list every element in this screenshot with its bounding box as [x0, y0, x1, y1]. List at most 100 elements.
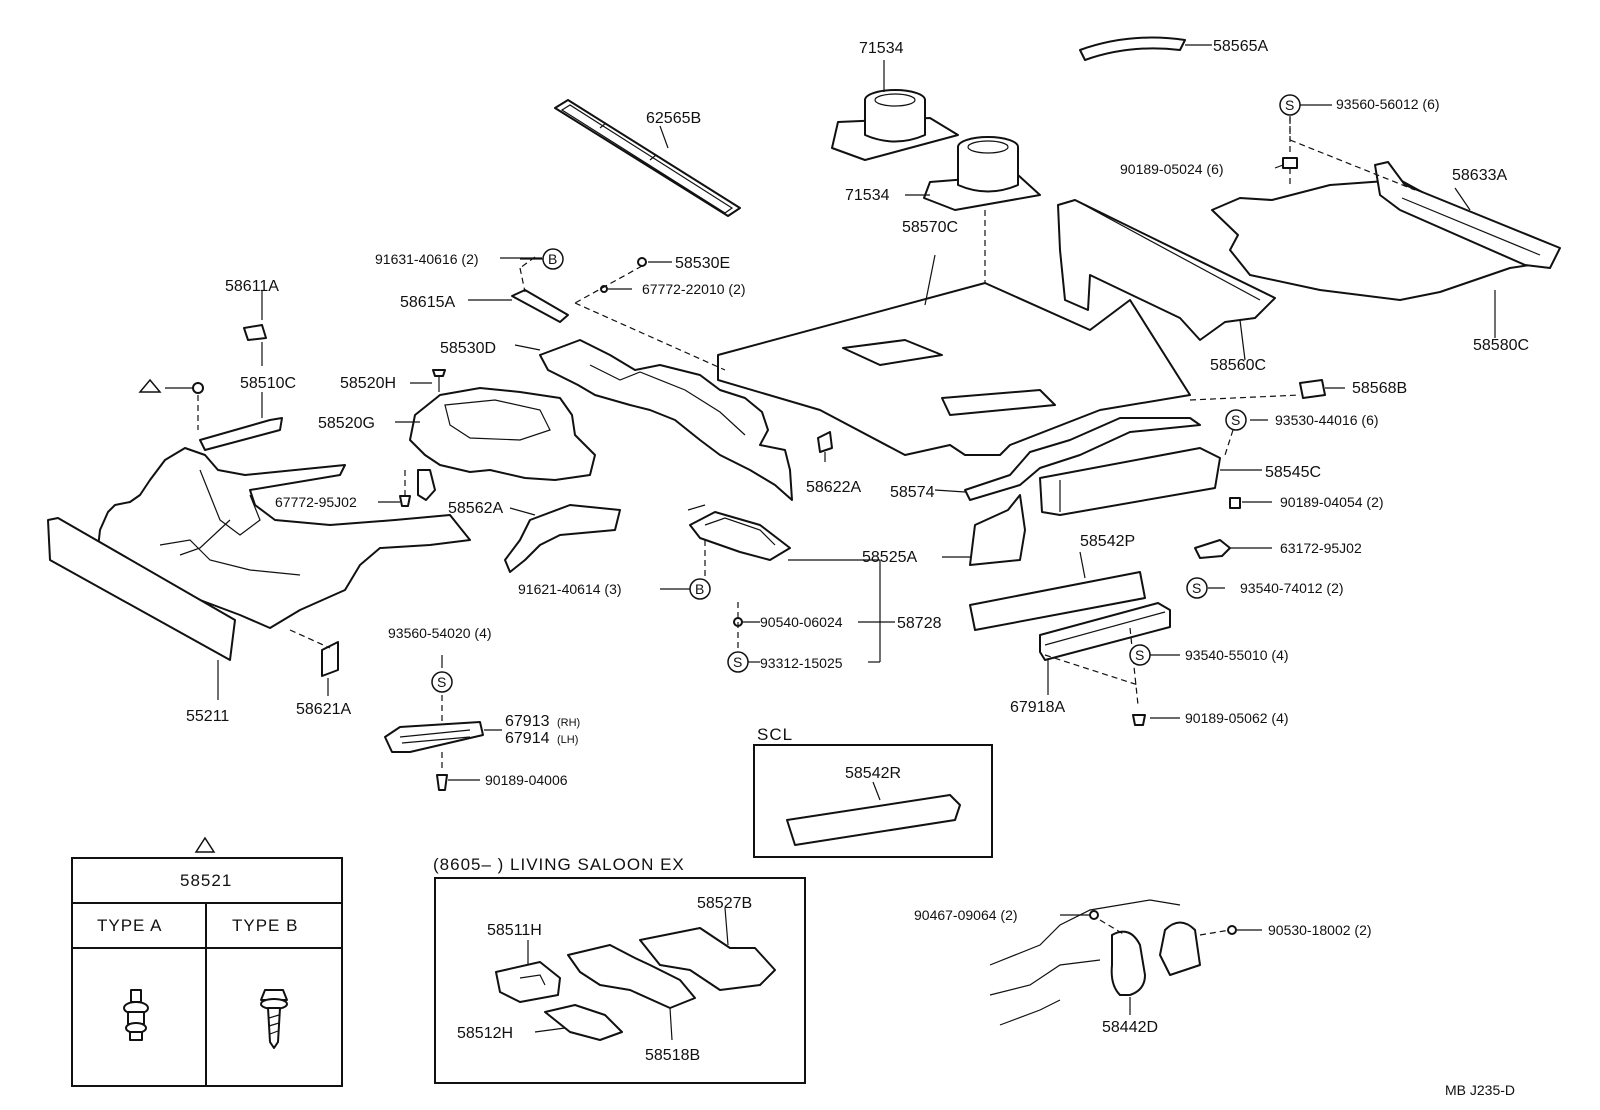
label-90189-04006: 90189-04006 — [485, 772, 568, 788]
label-58580c: 58580C — [1473, 337, 1529, 354]
label-90530-18002: 90530-18002 (2) — [1268, 922, 1372, 938]
svg-text:S: S — [733, 654, 742, 670]
label-67918a: 67918A — [1010, 699, 1065, 716]
part-67918a-shape — [1039, 602, 1180, 726]
label-58621a: 58621A — [296, 701, 351, 718]
label-58728: 58728 — [897, 615, 942, 632]
svg-text:S: S — [1135, 647, 1144, 663]
living-saloon-box: (8605– ) LIVING SALOON EX 58527B 58518B … — [433, 855, 806, 1084]
part-58728-shape — [660, 504, 895, 663]
part-58520g-shape — [395, 369, 596, 501]
svg-text:S: S — [1192, 580, 1201, 596]
part-58633a-shape — [1374, 161, 1561, 269]
label-58570c: 58570C — [902, 219, 958, 236]
label-58530d: 58530D — [440, 340, 496, 357]
clip-type-b-label: TYPE B — [232, 916, 298, 935]
scl-box: SCL 58542R — [753, 725, 993, 858]
label-58633a: 58633A — [1452, 167, 1507, 184]
part-58545c-shape — [1039, 447, 1262, 516]
label-93560-56012: 93560-56012 (6) — [1336, 96, 1440, 112]
svg-text:S: S — [1231, 412, 1240, 428]
label-58511h: 58511H — [487, 922, 542, 939]
part-55211-shape — [47, 517, 236, 700]
svg-text:S: S — [437, 674, 446, 690]
b-symbol-icon: B — [689, 578, 711, 600]
label-71534-top: 71534 — [859, 40, 904, 57]
clip-type-a-label: TYPE A — [97, 916, 163, 935]
label-93312-15025: 93312-15025 — [760, 655, 843, 671]
label-58542p: 58542P — [1080, 533, 1135, 550]
clip-type-b-icon — [260, 989, 288, 1049]
part-62565b-shape — [554, 99, 741, 217]
label-71534-mid: 71534 — [845, 187, 890, 204]
b-symbol-icon: B — [520, 248, 564, 270]
part-front-floor-shape — [97, 378, 471, 629]
label-58545c: 58545C — [1265, 464, 1321, 481]
label-58560c: 58560C — [1210, 357, 1266, 374]
svg-text:S: S — [1285, 97, 1294, 113]
part-58525a-shape — [942, 494, 1026, 566]
part-58580c-shape — [1211, 179, 1551, 338]
label-67913: 67913 — [505, 713, 550, 730]
part-58510c-shape — [199, 291, 283, 451]
part-58542p-shape — [969, 551, 1146, 631]
part-71534-top-shape — [831, 60, 959, 161]
part-58562a-shape — [504, 504, 621, 573]
label-58530e: 58530E — [675, 255, 730, 272]
clip-part-number: 58521 — [180, 871, 232, 890]
svg-text:B: B — [548, 251, 557, 267]
label-67914: 67914 — [505, 730, 550, 747]
part-58574-shape — [934, 417, 1201, 501]
label-91621-40614: 91621-40614 (3) — [518, 581, 622, 597]
label-67914-side: (LH) — [557, 734, 578, 746]
label-58442d: 58442D — [1102, 1019, 1158, 1036]
label-90467-09064: 90467-09064 (2) — [914, 907, 1018, 923]
clip-type-a-icon — [123, 989, 149, 1041]
label-58568b: 58568B — [1352, 380, 1407, 397]
label-58518b: 58518B — [645, 1047, 700, 1064]
circled-symbols: S B S B S S S — [431, 94, 1332, 693]
label-58510c: 58510C — [240, 375, 296, 392]
part-labels: 71534 71534 58565A 62565B 93560-56012 (6… — [186, 38, 1529, 1098]
label-58562a: 58562A — [448, 500, 503, 517]
label-58512h: 58512H — [457, 1025, 513, 1042]
diagram-reference: MB J235-D — [1445, 1082, 1515, 1098]
label-62565b: 62565B — [646, 110, 701, 127]
s-symbol-icon: S — [1279, 94, 1332, 155]
label-93540-55010: 93540-55010 (4) — [1185, 647, 1289, 663]
scl-title: SCL — [757, 725, 793, 744]
part-right-fasteners — [1189, 379, 1345, 589]
part-58622a-shape — [817, 431, 833, 462]
part-58530d-shape — [514, 339, 793, 501]
s-symbol-icon: S — [431, 671, 453, 693]
label-91631-40616: 91631-40616 (2) — [375, 251, 479, 267]
label-58527b: 58527B — [697, 895, 752, 912]
label-67772-22010: 67772-22010 (2) — [642, 281, 746, 297]
part-58621a-shape — [289, 629, 339, 696]
label-58574: 58574 — [890, 484, 935, 501]
label-67772-95j02: 67772-95J02 — [275, 494, 357, 510]
label-58615a: 58615A — [400, 294, 455, 311]
label-90189-04054: 90189-04054 (2) — [1280, 494, 1384, 510]
clip-table: 58521 TYPE A TYPE B — [71, 836, 343, 1087]
label-58565a: 58565A — [1213, 38, 1268, 55]
part-58560c-shape — [1057, 199, 1276, 361]
label-93530-44016: 93530-44016 (6) — [1275, 412, 1379, 428]
s-symbol-icon: S — [1129, 644, 1151, 666]
svg-text:B: B — [695, 581, 704, 597]
triangle-marker-icon — [194, 836, 216, 853]
part-71534-mid-shape — [905, 136, 1041, 388]
part-67913-shape — [384, 655, 502, 791]
label-90189-05062: 90189-05062 (4) — [1185, 710, 1289, 726]
living-saloon-title: (8605– ) LIVING SALOON EX — [433, 855, 685, 874]
label-67913-side: (RH) — [557, 717, 580, 729]
part-58442d-shape — [989, 899, 1262, 1026]
part-58615a-shape — [468, 256, 726, 371]
label-93560-54020: 93560-54020 (4) — [388, 625, 492, 641]
label-90189-05024: 90189-05024 (6) — [1120, 161, 1224, 177]
part-67772-95j02-shape — [378, 470, 411, 507]
s-symbol-icon: S — [1186, 577, 1208, 599]
label-90540-06024: 90540-06024 — [760, 614, 843, 630]
label-58525a: 58525A — [862, 549, 917, 566]
